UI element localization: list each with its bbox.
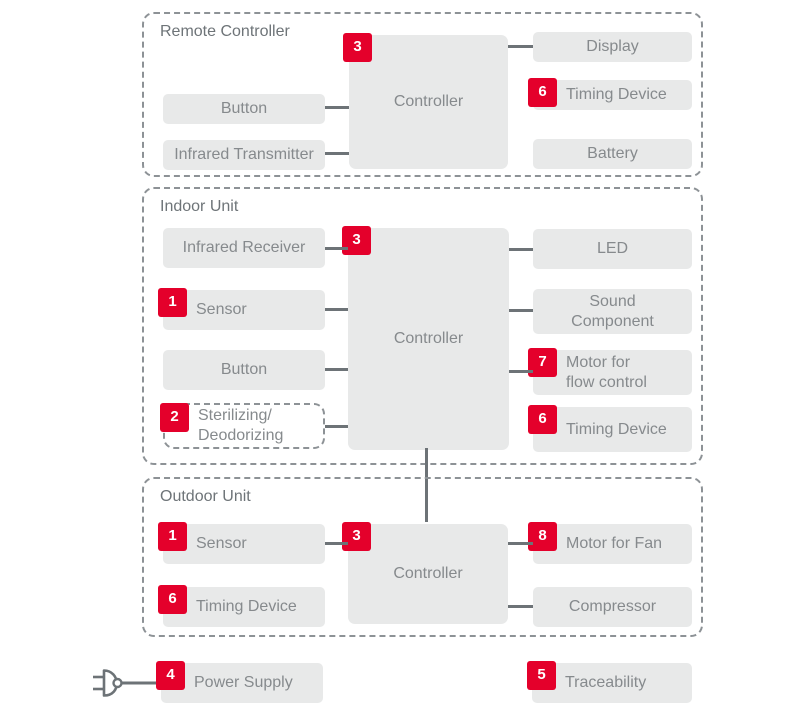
badge-6: 6: [528, 78, 557, 107]
box-label: Controller: [393, 565, 463, 582]
box-label: LED: [596, 240, 629, 257]
box-sound-component: Sound Component: [533, 289, 692, 334]
box-controller-outdoor: 3 Controller: [342, 522, 508, 624]
box-label: Battery: [587, 145, 638, 162]
connector-line: [508, 542, 533, 545]
box-label: Controller: [393, 93, 464, 110]
power-plug-icon: [93, 669, 158, 697]
box-label: Compressor: [568, 598, 657, 615]
box-led: LED: [533, 229, 692, 269]
badge-1: 1: [158, 288, 187, 317]
box-infrared-receiver: Infrared Receiver: [163, 228, 325, 268]
box-label: Motor for flow control: [566, 353, 647, 391]
badge-3: 3: [343, 33, 372, 62]
box-label: Traceability: [565, 674, 647, 691]
connector-line: [508, 605, 533, 608]
connector-line: [325, 542, 348, 545]
badge-6: 6: [528, 405, 557, 434]
box-button-indoor: Button: [163, 350, 325, 390]
box-label: Button: [220, 361, 268, 378]
box-label: Display: [586, 38, 639, 55]
connector-line: [325, 106, 349, 109]
box-compressor: Compressor: [533, 587, 692, 627]
box-timing-device-remote: 6 Timing Device: [528, 78, 692, 110]
connector-line-vertical: [425, 448, 428, 522]
box-controller-indoor: 3 Controller: [342, 226, 509, 450]
box-sterilizing-deodorizing: 2 Sterilizing/ Deodorizing: [160, 403, 325, 449]
connector-line: [509, 309, 533, 312]
connector-line: [325, 425, 348, 428]
box-label: Timing Device: [566, 420, 667, 438]
box-label: Controller: [393, 330, 464, 347]
connector-line: [508, 45, 533, 48]
section-title-indoor-unit: Indoor Unit: [160, 198, 239, 215]
box-timing-device-outdoor: 6 Timing Device: [158, 585, 325, 627]
badge-3: 3: [342, 226, 371, 255]
box-label: Sound Component: [571, 292, 654, 330]
box-label: Power Supply: [194, 674, 293, 691]
connector-line: [325, 247, 348, 250]
box-timing-device-indoor: 6 Timing Device: [528, 405, 692, 452]
box-label: Infrared Transmitter: [174, 146, 314, 163]
section-title-outdoor-unit: Outdoor Unit: [160, 488, 251, 505]
section-title-remote-controller: Remote Controller: [160, 23, 290, 40]
connector-line: [509, 248, 533, 251]
box-display: Display: [533, 32, 692, 62]
box-label: Sterilizing/ Deodorizing: [198, 407, 284, 444]
badge-4: 4: [156, 661, 185, 690]
box-label: Timing Device: [196, 598, 297, 615]
box-traceability: 5 Traceability: [527, 661, 692, 703]
box-battery: Battery: [533, 139, 692, 169]
outdoor-unit-section: Outdoor Unit 1 Sensor 6 Timing Device 3 …: [142, 477, 703, 637]
box-label: Infrared Receiver: [182, 239, 306, 256]
box-infrared-transmitter: Infrared Transmitter: [163, 140, 325, 170]
box-motor-flow-control: 7 Motor for flow control: [528, 348, 692, 395]
indoor-unit-section: Indoor Unit Infrared Receiver 1 Sensor B…: [142, 187, 703, 465]
box-controller-remote: 3 Controller: [343, 33, 508, 169]
box-button-remote: Button: [163, 94, 325, 124]
box-label: Button: [220, 100, 268, 117]
remote-controller-section: Remote Controller Button Infrared Transm…: [142, 12, 703, 177]
badge-3: 3: [342, 522, 371, 551]
badge-8: 8: [528, 522, 557, 551]
badge-2: 2: [160, 403, 189, 432]
connector-line: [325, 152, 349, 155]
connector-line: [325, 368, 348, 371]
box-label: Timing Device: [566, 86, 667, 103]
box-label: Sensor: [196, 301, 247, 318]
box-label: Motor for Fan: [566, 535, 663, 552]
connector-line: [325, 308, 348, 311]
badge-1: 1: [158, 522, 187, 551]
badge-5: 5: [527, 661, 556, 690]
box-label: Sensor: [196, 535, 247, 552]
box-sensor-outdoor: 1 Sensor: [158, 522, 325, 564]
box-motor-for-fan: 8 Motor for Fan: [528, 522, 692, 564]
connector-line: [509, 370, 533, 373]
badge-6: 6: [158, 585, 187, 614]
box-power-supply: 4 Power Supply: [156, 661, 323, 703]
box-sensor-indoor: 1 Sensor: [158, 288, 325, 330]
